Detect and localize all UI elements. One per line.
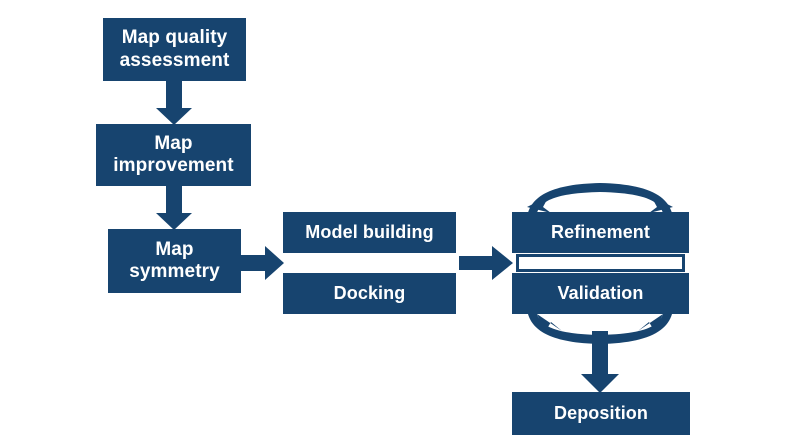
node-refinement-label: Refinement: [550, 221, 650, 242]
node-deposition[interactable]: Deposition: [512, 392, 690, 435]
node-validation[interactable]: Validation: [512, 273, 689, 314]
node-map-quality-assessment[interactable]: Map quality assessment: [103, 18, 246, 81]
node-docking[interactable]: Docking: [283, 273, 456, 314]
node-map-improvement-label: Map improvement: [113, 132, 234, 176]
connector-improvement-to-symmetry: [156, 186, 192, 230]
refinement-validation-connector-band: [516, 254, 685, 272]
node-map-quality-assessment-label: Map quality assessment: [119, 27, 230, 71]
node-refinement[interactable]: Refinement: [512, 212, 689, 253]
node-map-symmetry-label: Map symmetry: [129, 238, 220, 282]
connector-refinement-validation-cycle-bottom: [528, 314, 672, 344]
node-map-symmetry[interactable]: Map symmetry: [108, 229, 241, 293]
connector-refinement-validation-cycle-top: [527, 183, 673, 213]
connector-building-group-to-refinement-group: [459, 246, 513, 280]
node-model-building[interactable]: Model building: [283, 212, 456, 253]
connector-assessment-to-improvement: [156, 81, 192, 125]
node-docking-label: Docking: [333, 282, 406, 303]
connector-validation-to-deposition: [581, 331, 619, 393]
node-validation-label: Validation: [557, 282, 644, 303]
node-model-building-label: Model building: [305, 221, 434, 242]
node-map-improvement[interactable]: Map improvement: [96, 124, 251, 186]
connector-symmetry-to-building-group: [241, 246, 284, 280]
node-deposition-label: Deposition: [554, 402, 648, 423]
